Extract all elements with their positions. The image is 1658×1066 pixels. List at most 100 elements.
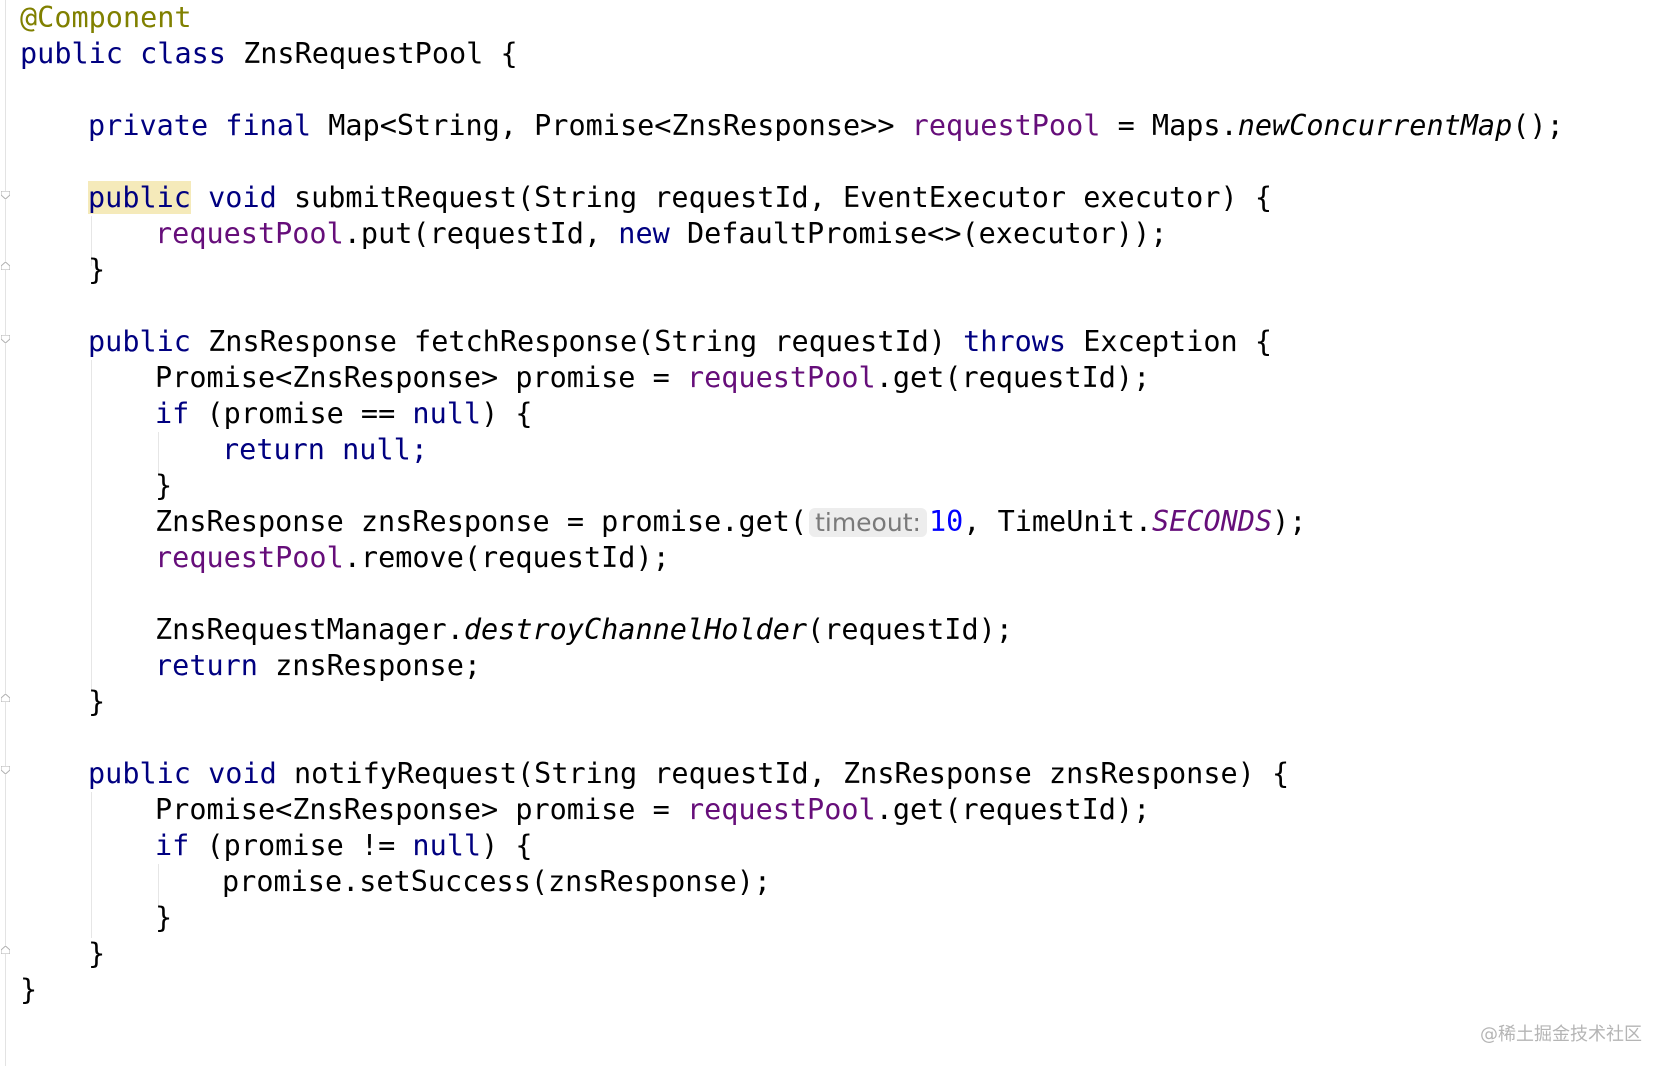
field-request-pool: requestPool xyxy=(686,793,876,826)
keyword-null: null xyxy=(412,397,482,430)
code-line-4[interactable]: private final Map<String, Promise<ZnsRes… xyxy=(88,108,1564,144)
code-line-20[interactable]: } xyxy=(88,684,105,720)
method-signature: fetchResponse(String requestId) xyxy=(414,325,946,358)
parameter-hint-timeout: timeout: xyxy=(809,508,927,537)
fold-collapse-icon[interactable] xyxy=(1,335,10,343)
method-call: .put(requestId, xyxy=(343,217,619,250)
code-line-24[interactable]: if (promise != null) { xyxy=(155,828,533,864)
code-line-2[interactable]: public class ZnsRequestPool { xyxy=(20,36,518,72)
constructor-call: DefaultPromise<>(executor)); xyxy=(686,217,1168,250)
keyword-public: public xyxy=(20,37,123,70)
code-line-16[interactable]: requestPool.remove(requestId); xyxy=(155,540,670,576)
code-line-28[interactable]: } xyxy=(20,972,37,1008)
watermark: @稀土掘金技术社区 xyxy=(1480,1024,1642,1045)
static-method: newConcurrentMap xyxy=(1237,109,1513,142)
field-request-pool: requestPool xyxy=(155,217,344,250)
punctuation: ) xyxy=(481,397,499,430)
code-line-13[interactable]: return null; xyxy=(222,432,428,468)
type-name: Exception xyxy=(1083,325,1238,358)
variable-ref: znsResponse; xyxy=(275,649,482,682)
keyword-class: class xyxy=(140,37,226,70)
brace: { xyxy=(1254,181,1272,214)
operator: = xyxy=(566,505,584,538)
method-signature: submitRequest(String requestId, EventExe… xyxy=(293,181,1238,214)
brace: } xyxy=(155,469,173,502)
keyword-null: null; xyxy=(342,433,428,466)
brace: { xyxy=(515,397,533,430)
variable-declaration: Promise<ZnsResponse> promise xyxy=(155,361,636,394)
brace: } xyxy=(155,901,173,934)
indent-guide xyxy=(158,864,159,906)
method-call: .get(requestId); xyxy=(875,793,1151,826)
punctuation: ) xyxy=(481,829,499,862)
fold-collapse-icon[interactable] xyxy=(1,766,10,774)
keyword-public: public xyxy=(88,757,191,790)
condition: (promise != xyxy=(206,829,396,862)
brace: { xyxy=(515,829,533,862)
code-line-7[interactable]: requestPool.put(requestId, new DefaultPr… xyxy=(155,216,1167,252)
field-request-pool: requestPool xyxy=(911,109,1101,142)
fold-collapse-icon[interactable] xyxy=(1,191,10,199)
class-ref: ZnsRequestManager. xyxy=(155,613,464,646)
punctuation: ); xyxy=(1272,505,1307,538)
editor-gutter xyxy=(0,0,14,1066)
code-line-26[interactable]: } xyxy=(155,900,172,936)
code-line-19[interactable]: return znsResponse; xyxy=(155,648,481,684)
number-literal: 10 xyxy=(928,505,964,538)
method-call: promise.setSuccess(znsResponse); xyxy=(222,865,772,898)
keyword-public-highlighted: public xyxy=(88,181,191,214)
static-method: destroyChannelHolder xyxy=(463,613,808,646)
punctuation: (); xyxy=(1512,109,1564,142)
code-line-14[interactable]: } xyxy=(155,468,172,504)
code-line-18[interactable]: ZnsRequestManager.destroyChannelHolder(r… xyxy=(155,612,1013,648)
class-ref: , TimeUnit. xyxy=(963,505,1153,538)
operator: = xyxy=(652,361,670,394)
indent-guide xyxy=(91,216,92,266)
code-line-15[interactable]: ZnsResponse znsResponse = promise.get(ti… xyxy=(155,504,1306,540)
code-line-6[interactable]: public void submitRequest(String request… xyxy=(88,180,1272,216)
brace: } xyxy=(88,253,106,286)
brace: } xyxy=(20,973,38,1006)
keyword-return: return xyxy=(222,433,325,466)
fold-end-icon[interactable] xyxy=(1,946,10,954)
brace: } xyxy=(88,937,106,970)
code-line-27[interactable]: } xyxy=(88,936,105,972)
code-line-11[interactable]: Promise<ZnsResponse> promise = requestPo… xyxy=(155,360,1150,396)
keyword-void: void xyxy=(208,181,277,214)
method-call: .get(requestId); xyxy=(875,361,1151,394)
class-name: ZnsRequestPool xyxy=(243,37,484,70)
fold-end-icon[interactable] xyxy=(1,262,10,270)
operator: = xyxy=(652,793,670,826)
brace: { xyxy=(1271,757,1290,790)
indent-guide xyxy=(158,432,159,474)
fold-end-icon[interactable] xyxy=(1,694,10,702)
brace: { xyxy=(500,37,518,70)
field-request-pool: requestPool xyxy=(155,541,344,574)
annotation: @Component xyxy=(20,1,192,34)
operator: = xyxy=(1117,109,1135,142)
field-request-pool: requestPool xyxy=(686,361,876,394)
condition: (promise == xyxy=(206,397,396,430)
keyword-final: final xyxy=(225,109,312,142)
static-field: SECONDS xyxy=(1152,505,1273,538)
keyword-private: private xyxy=(88,109,209,142)
code-line-1[interactable]: @Component xyxy=(20,0,192,36)
code-editor[interactable]: @Component public class ZnsRequestPool {… xyxy=(20,0,1658,1066)
variable-declaration: ZnsResponse znsResponse xyxy=(155,505,550,538)
keyword-if: if xyxy=(155,829,190,862)
code-line-23[interactable]: Promise<ZnsResponse> promise = requestPo… xyxy=(155,792,1150,828)
code-line-25[interactable]: promise.setSuccess(znsResponse); xyxy=(222,864,771,900)
punctuation: (requestId); xyxy=(807,613,1013,646)
keyword-throws: throws xyxy=(963,325,1067,358)
method-signature: notifyRequest(String requestId, ZnsRespo… xyxy=(293,757,1255,790)
code-line-8[interactable]: } xyxy=(88,252,105,288)
method-call: .remove(requestId); xyxy=(343,541,670,574)
code-line-10[interactable]: public ZnsResponse fetchResponse(String … xyxy=(88,324,1272,360)
type-name: ZnsResponse xyxy=(208,325,397,358)
code-line-12[interactable]: if (promise == null) { xyxy=(155,396,533,432)
keyword-null: null xyxy=(412,829,482,862)
code-line-22[interactable]: public void notifyRequest(String request… xyxy=(88,756,1289,792)
class-ref: Maps. xyxy=(1151,109,1238,142)
gutter-line xyxy=(5,0,6,1066)
keyword-new: new xyxy=(618,217,670,250)
